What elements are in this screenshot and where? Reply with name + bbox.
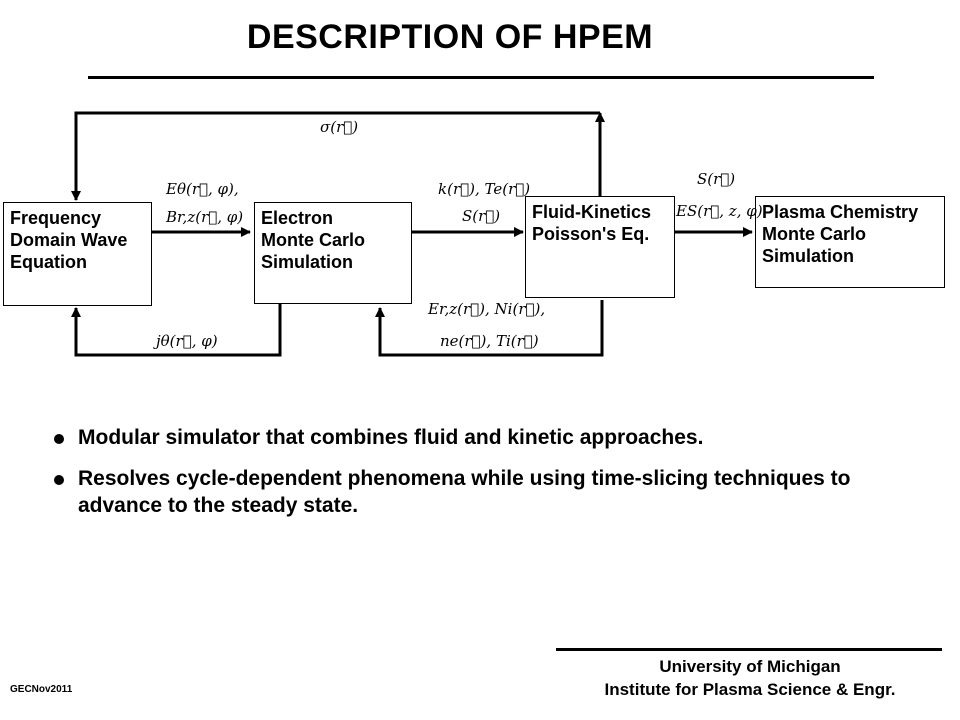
- label-b-rz: Br,z(r⃗, φ): [166, 208, 244, 226]
- label-s: S(r⃗): [462, 207, 501, 225]
- list-item: Modular simulator that combines fluid an…: [50, 424, 910, 451]
- label-j-theta: jθ(r⃗, φ): [156, 332, 218, 350]
- bullet-text: Modular simulator that combines fluid an…: [78, 426, 704, 449]
- page-title: DESCRIPTION OF HPEM: [246, 18, 654, 56]
- label-es: ES(r⃗, z, φ): [676, 202, 763, 220]
- footer-code: GECNov2011: [10, 684, 73, 695]
- box-fluid-kinetics-poisson: Fluid-Kinetics Poisson's Eq.: [525, 196, 675, 298]
- box-electron-monte-carlo: Electron Monte Carlo Simulation: [254, 202, 412, 304]
- box-plasma-chemistry-monte-carlo: Plasma Chemistry Monte Carlo Simulation: [755, 196, 945, 288]
- footer-institute: Institute for Plasma Science & Engr.: [604, 680, 896, 699]
- label-e-theta: Eθ(r⃗, φ),: [166, 180, 239, 198]
- label-ne-ti: ne(r⃗), Ti(r⃗): [440, 332, 539, 350]
- box-label: Electron Monte Carlo Simulation: [261, 208, 366, 272]
- box-frequency-domain-wave-equation: Frequency Domain Wave Equation: [3, 202, 152, 306]
- label-sigma: σ(r⃗): [320, 118, 359, 136]
- footer-university: University of Michigan: [659, 657, 841, 676]
- feedback-loop-bottom-left: [71, 304, 282, 357]
- flow-diagram-arrows: [71, 111, 753, 357]
- box-label: Plasma Chemistry Monte Carlo Simulation: [762, 202, 919, 266]
- box-label: Frequency Domain Wave Equation: [10, 208, 128, 272]
- label-s-top: S(r⃗): [697, 170, 736, 188]
- title-divider: [88, 76, 874, 79]
- bullet-icon: [54, 434, 64, 444]
- bullet-list: Modular simulator that combines fluid an…: [50, 424, 910, 533]
- box-label: Fluid-Kinetics Poisson's Eq.: [532, 202, 652, 244]
- list-item: Resolves cycle-dependent phenomena while…: [50, 465, 910, 519]
- footer-divider: [556, 648, 942, 651]
- label-k-te: k(r⃗), Te(r⃗): [438, 180, 531, 198]
- label-e-rz-ni: Er,z(r⃗), Ni(r⃗),: [428, 300, 546, 318]
- feedback-loop-bottom-right: [375, 300, 604, 357]
- bullet-text: Resolves cycle-dependent phenomena while…: [78, 467, 851, 517]
- bullet-icon: [54, 475, 64, 485]
